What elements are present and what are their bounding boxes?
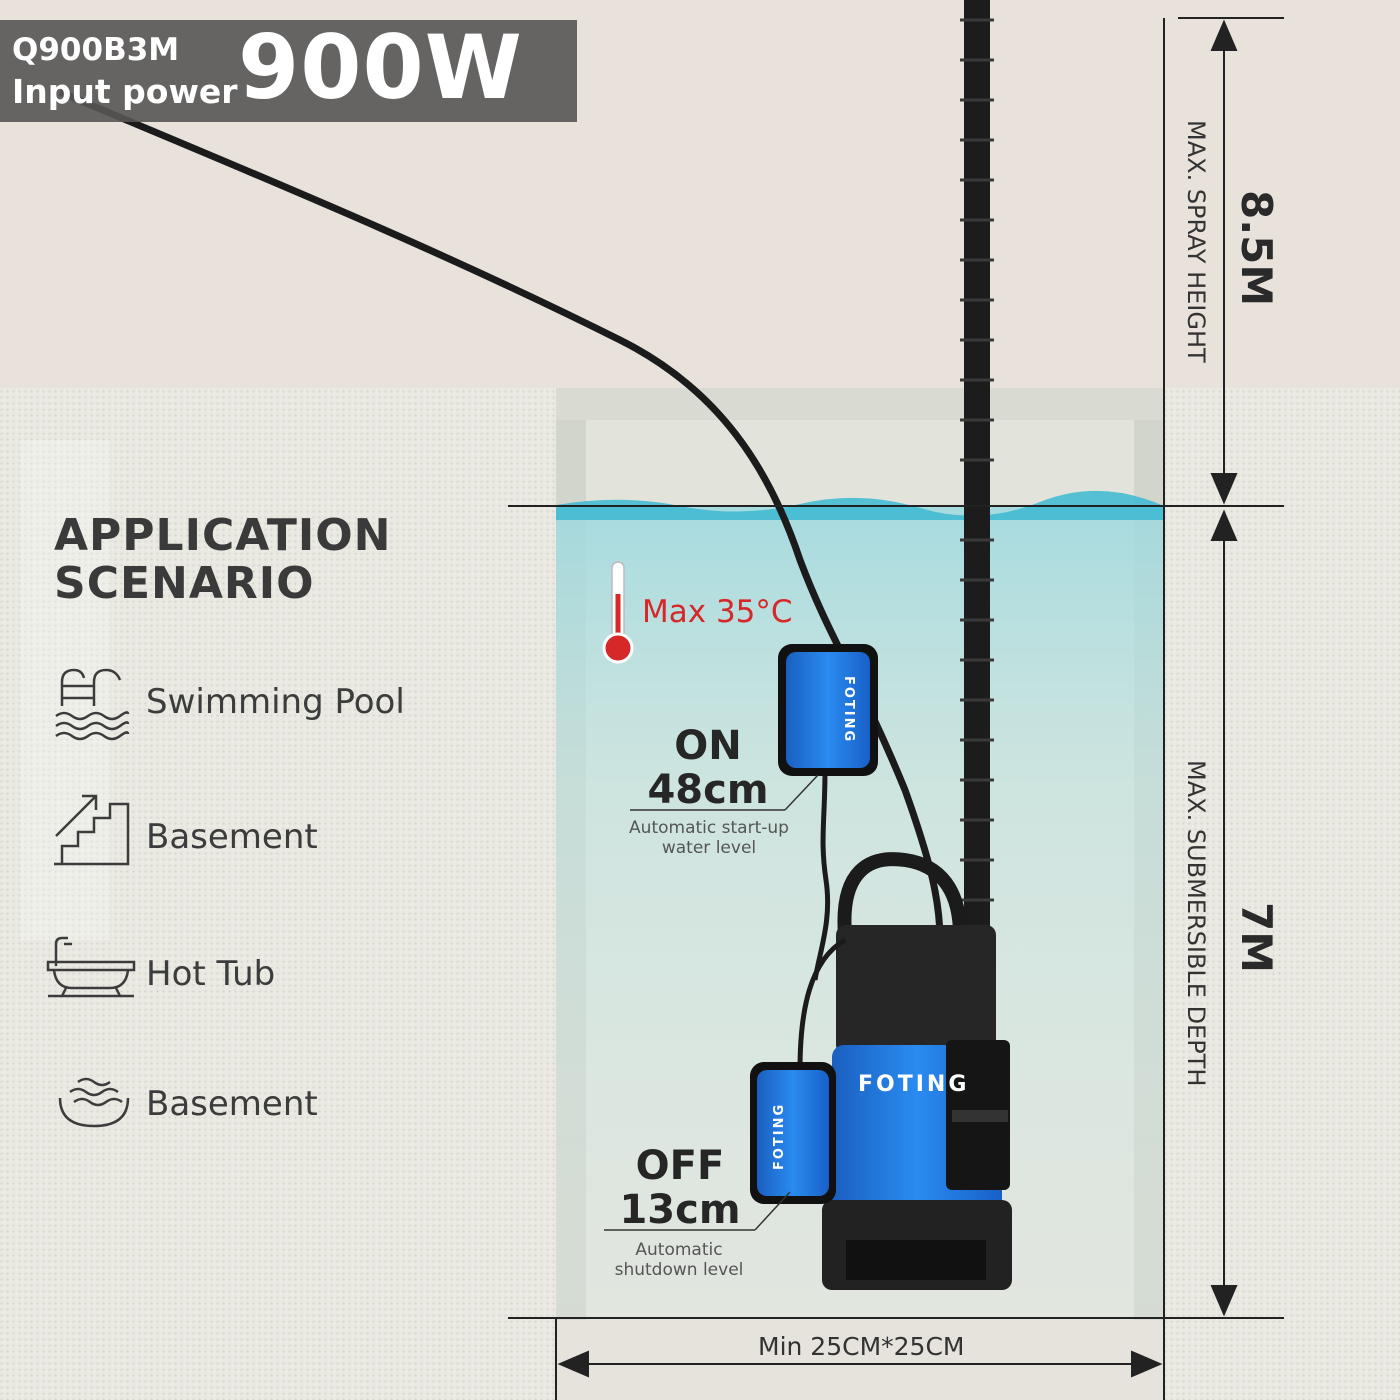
thermometer-icon — [602, 561, 634, 664]
min-pit-size-label: Min 25CM*25CM — [758, 1332, 965, 1361]
off-level-value: 13cm — [619, 1187, 741, 1233]
power-label: Input power — [12, 72, 238, 111]
on-level-description: Automatic start-up water level — [629, 818, 789, 858]
spray-height-label: MAX. SPRAY HEIGHT — [1182, 120, 1210, 363]
power-value: 900W — [238, 16, 523, 119]
submersible-depth-label: MAX. SUBMERSIBLE DEPTH — [1182, 760, 1210, 1087]
on-level-value: 48cm — [647, 767, 769, 813]
off-state-label: OFF — [635, 1143, 725, 1189]
pump-brand-label: FOTING — [858, 1072, 970, 1097]
power-badge — [0, 20, 577, 122]
swimming-pool-icon — [55, 668, 130, 741]
application-title: APPLICATION SCENARIO — [54, 510, 392, 609]
upper-float-brand: FOTING — [841, 676, 856, 744]
off-level-description: Automatic shutdown level — [614, 1240, 744, 1280]
scenario-label-basement-2: Basement — [146, 1084, 318, 1124]
on-state-label: ON — [674, 723, 742, 769]
max-temperature-label: Max 35°C — [642, 594, 793, 630]
lower-float-brand: FOTING — [772, 1102, 787, 1170]
bathtub-icon — [46, 936, 136, 998]
water-waves-icon — [58, 1077, 130, 1128]
scenario-label-swimming-pool: Swimming Pool — [146, 682, 405, 722]
spray-height-value: 8.5M — [1232, 190, 1281, 307]
submersible-depth-value: 7M — [1232, 902, 1281, 974]
stairs-icon — [54, 794, 130, 866]
scenario-label-basement: Basement — [146, 817, 318, 857]
model-number: Q900B3M — [12, 32, 180, 68]
scenario-label-hot-tub: Hot Tub — [146, 954, 276, 994]
